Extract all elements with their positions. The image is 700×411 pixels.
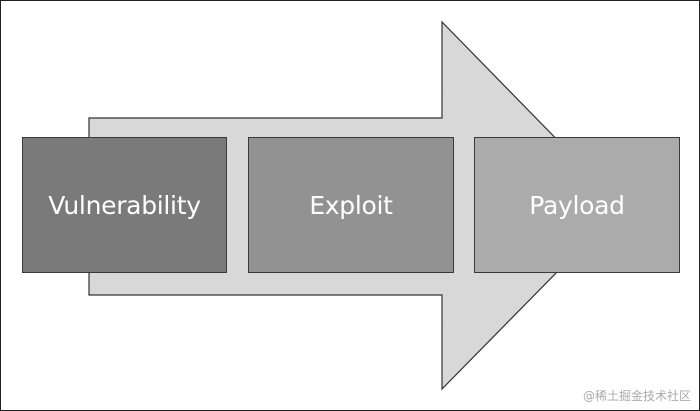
watermark-text: @稀土掘金技术社区: [582, 389, 691, 403]
stage-label-vulnerability: Vulnerability: [48, 190, 201, 220]
stage-box-exploit: Exploit: [248, 137, 454, 273]
stage-box-payload: Payload: [474, 137, 680, 273]
stage-box-vulnerability: Vulnerability: [22, 137, 227, 273]
stage-label-exploit: Exploit: [309, 190, 393, 220]
stage-label-payload: Payload: [529, 190, 625, 220]
